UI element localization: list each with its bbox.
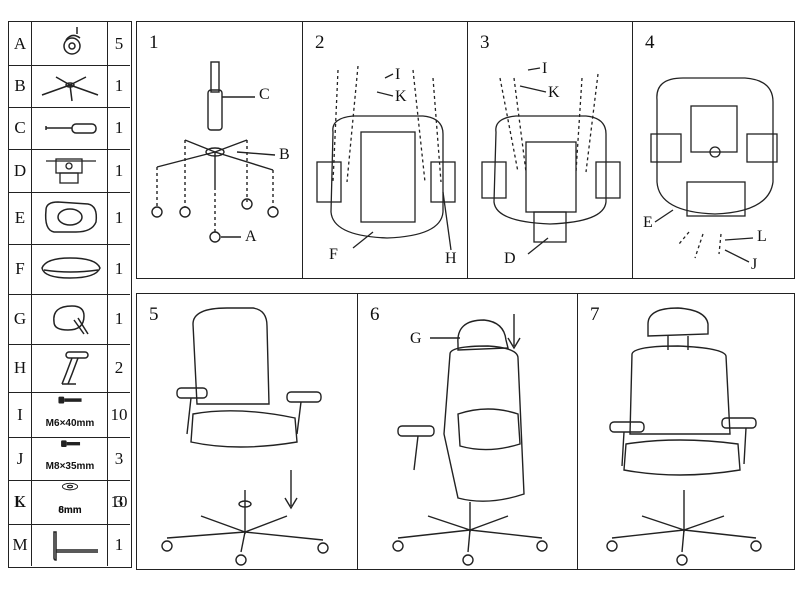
callout-b: B	[279, 146, 290, 163]
step-number: 7	[590, 304, 600, 325]
callout-k: K	[395, 88, 407, 105]
part-letter: E	[9, 192, 32, 244]
seat-cushion-icon	[32, 244, 108, 294]
seat-mechanism-plate-icon	[32, 149, 108, 192]
part-qty: 5	[107, 22, 130, 65]
callout-f: F	[329, 246, 338, 263]
part-row-g: G 1	[9, 294, 130, 345]
part-letter: D	[9, 149, 32, 192]
callout-i: I	[395, 66, 401, 83]
step-7-panel: 7	[577, 293, 795, 570]
armrest-icon	[32, 344, 108, 392]
washer-size-label: 8mm	[58, 505, 82, 516]
bolt-size-label: M6×40mm	[45, 418, 95, 429]
part-row-f: F 1	[9, 244, 130, 295]
step-2-panel: 2 I K F H	[302, 21, 468, 279]
part-qty: 2	[107, 344, 130, 392]
step-5-panel: 5	[136, 293, 358, 570]
part-row-i: I M6×40mm 10	[9, 392, 130, 438]
step-number: 3	[480, 32, 490, 53]
backrest-frame-icon	[32, 192, 108, 244]
washer-size-label: 6mm	[58, 505, 82, 516]
part-letter: L	[9, 480, 32, 524]
part-row-d: D 1	[9, 149, 130, 193]
step-number: 1	[149, 32, 159, 53]
base-assembly-drawing	[151, 61, 279, 243]
part-row-b: B 1	[9, 65, 130, 108]
part-letter: J	[9, 437, 32, 480]
part-letter: A	[9, 22, 32, 65]
callout-h: H	[445, 250, 457, 267]
step-4-panel: 4 E L J	[632, 21, 795, 279]
callout-a: A	[245, 228, 257, 245]
caster-wheel-icon	[32, 22, 108, 65]
part-letter: B	[9, 65, 32, 107]
washer-8mm-icon: 8mm	[32, 480, 108, 524]
part-row-m: M 1	[9, 524, 130, 566]
part-row-a: A 5	[9, 22, 130, 66]
part-qty: 1	[107, 192, 130, 244]
callout-g: G	[410, 330, 422, 347]
part-row-c: C 1	[9, 107, 130, 150]
callout-k: K	[548, 84, 560, 101]
step-3-panel: 3 I K D	[467, 21, 633, 279]
part-qty: 3	[107, 437, 130, 480]
part-letter: M	[9, 524, 32, 566]
part-qty: 1	[107, 524, 130, 566]
part-qty: 1	[107, 244, 130, 294]
completed-chair-drawing	[606, 307, 762, 566]
bolt-m8-icon: M8×35mm	[32, 437, 108, 480]
headrest-icon	[32, 294, 108, 344]
part-qty: 10	[107, 392, 130, 437]
part-row-l: L 8mm 3	[9, 480, 130, 525]
part-letter: I	[9, 392, 32, 437]
part-qty: 1	[107, 107, 130, 149]
callout-d: D	[504, 250, 516, 267]
step-number: 2	[315, 32, 325, 53]
part-letter: C	[9, 107, 32, 149]
part-qty: 3	[107, 480, 130, 524]
part-row-e: E 1	[9, 192, 130, 245]
parts-table-lower: L 8mm 3 M 1	[8, 480, 132, 568]
five-star-base-icon	[32, 65, 108, 107]
bolt-m6-icon: M6×40mm	[32, 392, 108, 437]
part-letter: G	[9, 294, 32, 344]
seat-attach-drawing	[316, 65, 456, 251]
callout-e: E	[643, 214, 653, 231]
chair-base-insert-drawing	[161, 307, 329, 566]
callout-l: L	[757, 228, 767, 245]
callout-c: C	[259, 86, 270, 103]
parts-table: A 5 B 1 C 1 D	[8, 21, 132, 568]
part-qty: 1	[107, 65, 130, 107]
part-qty: 1	[107, 149, 130, 192]
callout-j: J	[751, 256, 758, 273]
hex-key-icon	[32, 524, 108, 566]
callout-i: I	[542, 60, 548, 77]
headrest-insert-drawing	[392, 314, 548, 566]
part-letter: F	[9, 244, 32, 294]
step-number: 5	[149, 304, 159, 325]
part-row-h: H 2	[9, 344, 130, 393]
step-number: 6	[370, 304, 380, 325]
part-letter: H	[9, 344, 32, 392]
part-qty: 1	[107, 294, 130, 344]
mechanism-attach-drawing	[481, 67, 621, 255]
backrest-attach-drawing	[650, 77, 778, 263]
gas-lift-cylinder-icon	[32, 107, 108, 149]
bolt-size-label: M8×35mm	[45, 461, 95, 472]
step-1-panel: 1 C B A	[136, 21, 303, 279]
step-number: 4	[645, 32, 655, 53]
step-6-panel: 6 G	[357, 293, 578, 570]
part-row-j: J M8×35mm 3	[9, 437, 130, 481]
